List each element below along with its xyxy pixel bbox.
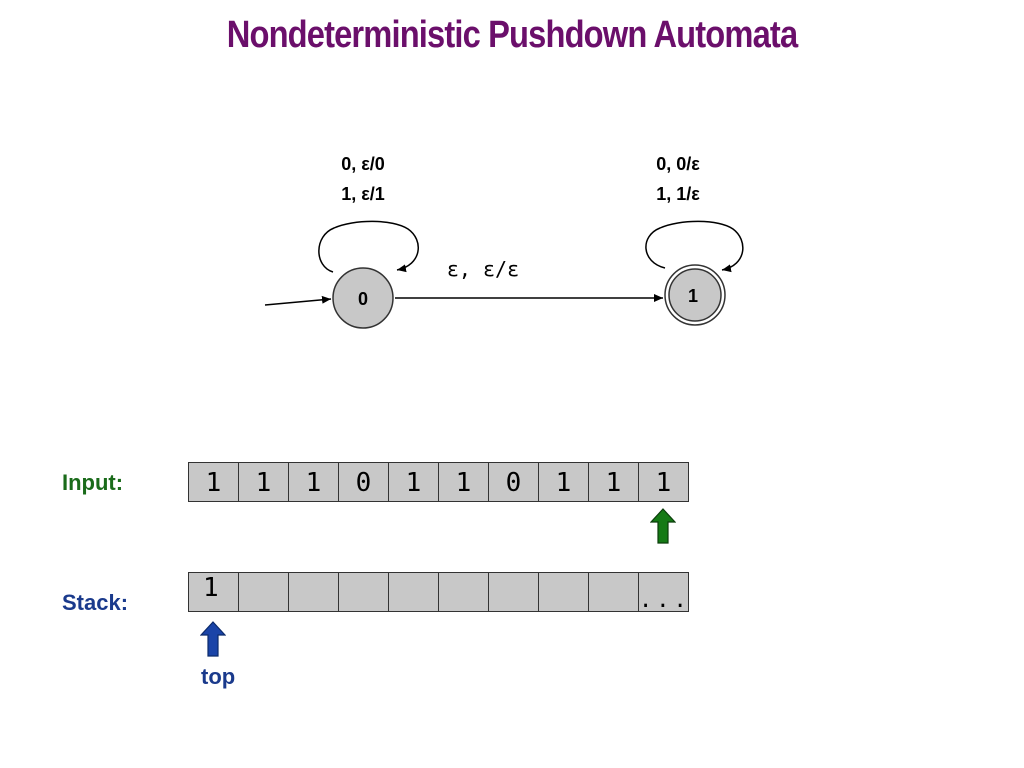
stack-cell <box>489 572 539 612</box>
edge-q0-q1-label: ε, ε/ε <box>447 257 519 281</box>
input-tape-cell: 0 <box>489 462 539 502</box>
input-tape-cell: 1 <box>439 462 489 502</box>
state-q1: 1 <box>664 264 726 326</box>
input-head-arrow-icon <box>650 508 676 544</box>
loop-q0-label-1: 0, ε/0 <box>341 154 385 174</box>
self-loop-q0 <box>318 220 419 273</box>
stack-cell <box>289 572 339 612</box>
input-tape-cell: 1 <box>239 462 289 502</box>
stack-cell: 1 <box>189 572 239 612</box>
input-tape-cell: 1 <box>539 462 589 502</box>
stack-cell <box>339 572 389 612</box>
stack-cell <box>589 572 639 612</box>
input-tape-cell: 0 <box>339 462 389 502</box>
loop-q0-label-2: 1, ε/1 <box>341 184 385 204</box>
stack-cell <box>389 572 439 612</box>
state-q1-label: 1 <box>688 286 698 306</box>
input-tape-cell: 1 <box>589 462 639 502</box>
input-tape-cell: 1 <box>389 462 439 502</box>
loop-q1-label-1: 0, 0/ε <box>656 154 700 174</box>
state-q0: 0 <box>332 267 394 329</box>
stack-cell <box>439 572 489 612</box>
slide-title: Nondeterministic Pushdown Automata <box>226 14 798 56</box>
input-tape-cell: 1 <box>189 462 239 502</box>
input-tape-cell: 1 <box>289 462 339 502</box>
stack-cell <box>239 572 289 612</box>
pda-state-diagram: 0 1 0, ε/0 1, ε/1 ε, ε/ε 0, 0/ε 1, 1/ε <box>264 154 744 329</box>
stack-cell <box>539 572 589 612</box>
stack-tape: 1... <box>188 572 689 613</box>
state-q0-label: 0 <box>358 289 368 309</box>
stack-top-arrow-icon <box>200 621 226 657</box>
stack-cell: ... <box>639 572 689 613</box>
start-arrow <box>264 295 332 306</box>
input-label: Input: <box>62 470 124 495</box>
input-tape-cell: 1 <box>639 462 689 502</box>
stack-label: Stack: <box>62 590 129 615</box>
stack-top-label: top <box>201 664 236 689</box>
loop-q1-label-2: 1, 1/ε <box>656 184 700 204</box>
self-loop-q1 <box>645 220 744 273</box>
